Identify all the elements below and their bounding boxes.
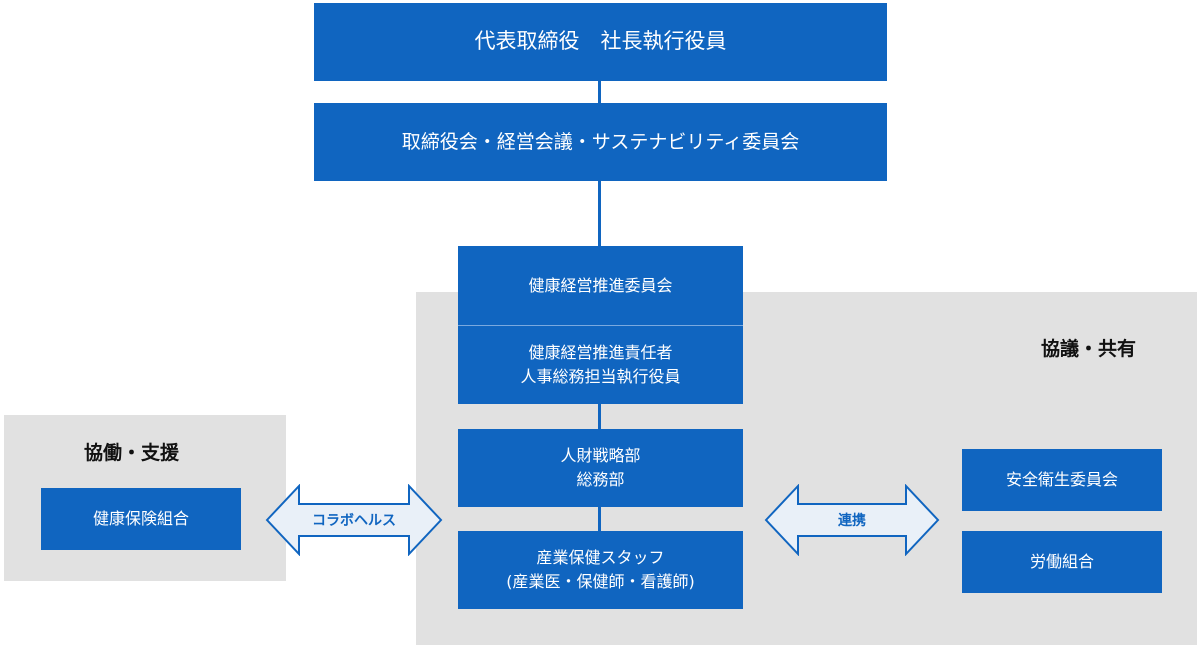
connector-ceo-board [598,81,601,103]
ceo-label: 代表取締役 社長執行役員 [474,29,727,54]
connector-officer-dept [598,404,601,429]
health-officer-box: 健康経営推進責任者 人事総務担当執行役員 [458,326,743,404]
departments-box: 人財戦略部 総務部 [458,429,743,507]
cooperation-arrow-label: 連携 [838,513,866,529]
cooperation-arrow [764,484,940,556]
labor-union-label: 労働組合 [1029,552,1094,571]
connector-dept-staff [598,507,601,531]
departments-line1: 人財戦略部 [560,446,641,465]
shared-panel-title: 協議・共有 [1041,338,1137,360]
health-staff-box: 産業保健スタッフ (産業医・保健師・看護師) [458,531,743,609]
support-panel-title: 協働・支援 [84,442,180,464]
collaboration-arrow [265,484,443,556]
collaboration-arrow-label: コラボヘルス [312,513,396,529]
departments-line2: 総務部 [576,470,625,489]
health-staff-line2: (産業医・保健師・看護師) [506,572,695,591]
connector-board-committee [598,181,601,246]
health-officer-line1: 健康経営推進責任者 [528,343,673,362]
health-insurance-label: 健康保険組合 [92,509,189,528]
health-insurance-box: 健康保険組合 [41,488,241,550]
health-committee-label: 健康経営推進委員会 [528,275,673,295]
health-committee-box: 健康経営推進委員会 [458,246,743,325]
board-label: 取締役会・経営会議・サステナビリティ委員会 [401,130,800,153]
safety-committee-label: 安全衛生委員会 [1005,470,1118,489]
committee-divider [458,325,743,326]
health-officer-line2: 人事総務担当執行役員 [520,367,681,386]
health-staff-line1: 産業保健スタッフ [536,548,665,567]
board-box: 取締役会・経営会議・サステナビリティ委員会 [314,103,887,181]
safety-committee-box: 安全衛生委員会 [962,449,1162,511]
ceo-box: 代表取締役 社長執行役員 [314,3,887,81]
labor-union-box: 労働組合 [962,531,1162,593]
